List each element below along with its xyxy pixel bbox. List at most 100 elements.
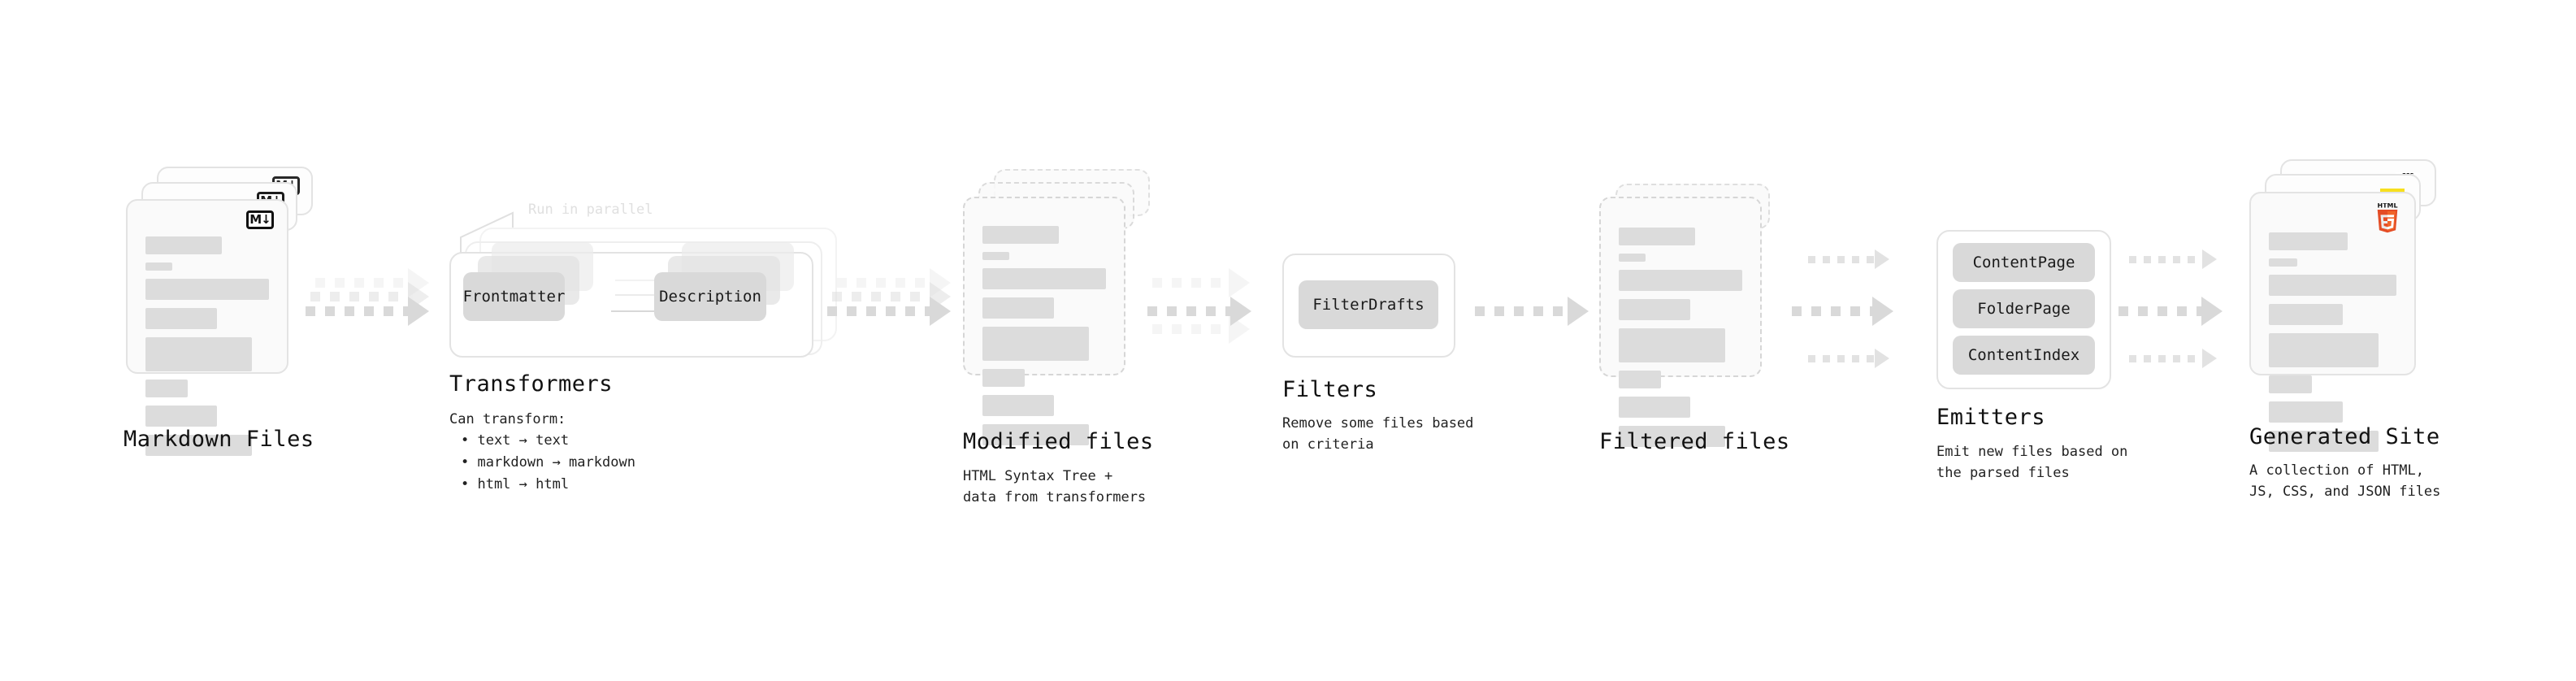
flow-dots	[832, 292, 930, 301]
flow-arrow-5-bottom	[1808, 349, 1889, 368]
transformer-chip-description[interactable]: Description	[654, 272, 766, 321]
flow-arrowhead	[1872, 297, 1893, 326]
placeholder-line	[2269, 275, 2396, 296]
transformers-bullet-3: • html → html	[461, 476, 570, 492]
markdown-card-content	[145, 236, 269, 464]
flow-arrowhead	[2202, 249, 2217, 269]
generated-card-front: HTML	[2249, 192, 2416, 452]
modified-files-title: Modified files	[963, 429, 1154, 454]
flow-arrow-1c	[315, 268, 429, 297]
flow-dots	[1152, 278, 1229, 288]
flow-arrowhead	[1229, 268, 1250, 297]
filters-caption: Remove some files based on criteria	[1282, 415, 1474, 453]
placeholder-line	[982, 252, 1010, 260]
modified-card-content	[982, 226, 1106, 453]
markdown-card-front: M↓	[126, 199, 288, 456]
placeholder-line	[1619, 397, 1691, 418]
placeholder-line	[982, 424, 1089, 445]
modified-card-front	[963, 197, 1125, 445]
placeholder-line	[982, 395, 1055, 416]
html5-icon: HTML	[2374, 202, 2401, 236]
placeholder-line	[1619, 228, 1696, 245]
markdown-files-title: Markdown Files	[124, 427, 314, 452]
placeholder-line	[145, 308, 218, 329]
transformers-bullet-1: • text → text	[461, 432, 570, 449]
flow-dots	[827, 306, 930, 316]
markdown-badge-front: M↓	[246, 210, 274, 229]
flow-arrowhead	[1875, 249, 1889, 269]
flow-arrowhead	[930, 297, 951, 326]
generated-card-content	[2269, 232, 2396, 460]
run-in-parallel-label: Run in parallel	[528, 202, 653, 218]
flow-arrowhead	[408, 268, 429, 297]
filter-chip-filterdrafts[interactable]: FilterDrafts	[1299, 280, 1438, 329]
filtered-card-front	[1599, 197, 1762, 447]
flow-arrowhead	[2202, 349, 2217, 368]
flow-dots	[2118, 306, 2202, 316]
flow-arrowhead	[1568, 297, 1589, 326]
placeholder-line	[982, 327, 1089, 361]
emitters-caption: Emit new files based on the parsed files	[1936, 444, 2128, 482]
placeholder-line	[2269, 258, 2297, 267]
filtered-files-title: Filtered files	[1599, 429, 1790, 454]
flow-dots	[2129, 354, 2203, 362]
placeholder-line	[2269, 431, 2379, 452]
flow-arrow-6-mid	[2118, 297, 2223, 326]
flow-arrowhead	[2201, 297, 2223, 326]
placeholder-line	[1619, 426, 1725, 447]
flow-dots	[1152, 324, 1229, 334]
transformer-chip-frontmatter[interactable]: Frontmatter	[463, 272, 565, 321]
placeholder-line	[2269, 401, 2344, 423]
placeholder-line	[2269, 375, 2313, 393]
run-in-parallel-bracket	[460, 211, 514, 254]
flow-arrow-6-bottom	[2129, 349, 2217, 368]
filtered-files-stack	[1599, 184, 1786, 447]
emitters-title: Emitters	[1936, 405, 2046, 430]
filters-title: Filters	[1282, 377, 1378, 402]
flow-arrow-4a	[1475, 297, 1589, 326]
flow-arrow-6-top	[2129, 249, 2217, 269]
placeholder-line	[145, 380, 188, 397]
placeholder-line	[1619, 328, 1725, 362]
placeholder-line	[2269, 232, 2348, 250]
flow-dots	[1792, 306, 1873, 316]
flow-dots	[1475, 306, 1568, 316]
placeholder-line	[145, 406, 218, 427]
generated-site-stack: CSS HTML	[2249, 159, 2440, 452]
flow-dots	[310, 292, 409, 301]
flow-dots	[1808, 354, 1876, 362]
flow-dots	[306, 306, 409, 316]
flow-arrowhead	[408, 297, 429, 326]
placeholder-line	[145, 236, 223, 254]
placeholder-line	[2269, 304, 2344, 325]
placeholder-line	[2269, 333, 2379, 367]
markdown-files-stack: M↓ M↓ M↓	[126, 167, 313, 456]
flow-arrowhead	[1875, 349, 1889, 368]
emitter-chip-contentpage[interactable]: ContentPage	[1953, 243, 2095, 282]
generated-site-caption: A collection of HTML, JS, CSS, and JSON …	[2249, 462, 2441, 501]
emitter-chip-folderpage[interactable]: FolderPage	[1953, 289, 2095, 328]
placeholder-line	[1619, 299, 1691, 320]
placeholder-line	[1619, 371, 1661, 388]
placeholder-line	[982, 369, 1025, 387]
transformers-bullet-2: • markdown → markdown	[461, 454, 635, 471]
flow-dots	[1808, 255, 1876, 263]
transformers-caption: Can transform:	[449, 411, 566, 427]
generated-site-title: Generated Site	[2249, 424, 2440, 449]
emitter-chip-contentindex[interactable]: ContentIndex	[1953, 336, 2095, 375]
flow-arrow-1a	[306, 297, 429, 326]
flow-arrowhead	[930, 268, 951, 297]
modified-files-caption: HTML Syntax Tree + data from transformer…	[963, 468, 1147, 506]
placeholder-line	[982, 297, 1055, 319]
placeholder-line	[982, 268, 1106, 289]
flow-arrow-2c	[837, 268, 951, 297]
modified-files-stack	[963, 169, 1150, 445]
placeholder-line	[145, 337, 252, 371]
flow-dots	[1147, 306, 1231, 316]
placeholder-line	[145, 262, 173, 271]
flow-arrow-3a	[1147, 297, 1251, 326]
placeholder-line	[1619, 254, 1646, 262]
flow-dots	[837, 278, 930, 288]
filtered-card-content	[1619, 228, 1742, 455]
